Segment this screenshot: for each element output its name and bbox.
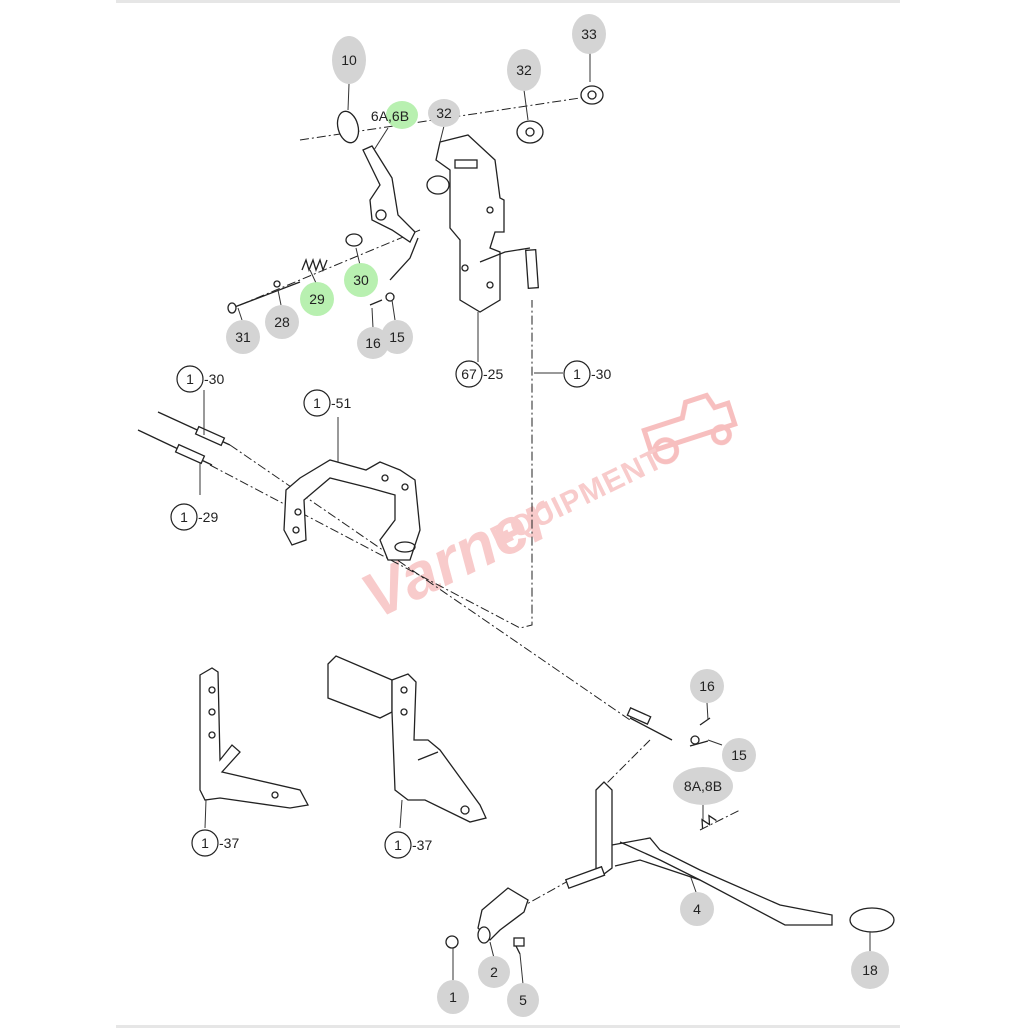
callout-label: 8A,8B bbox=[684, 778, 722, 794]
pedal-assembly bbox=[445, 717, 895, 955]
callout-label: 18 bbox=[862, 962, 878, 978]
ref-1-30-left[interactable]: 1 -30 bbox=[176, 365, 224, 393]
ref-1-51[interactable]: 1 -51 bbox=[303, 389, 351, 417]
callout-label: 16 bbox=[365, 335, 381, 351]
ref-1-37-left[interactable]: 1 -37 bbox=[191, 829, 239, 857]
ref-num: 1 bbox=[186, 371, 194, 387]
callout-31[interactable]: 31 bbox=[226, 320, 260, 354]
callout-16-upper[interactable]: 16 bbox=[357, 327, 389, 359]
top-bracket-assembly bbox=[227, 85, 604, 314]
callout-4[interactable]: 4 bbox=[680, 892, 714, 926]
callout-32-right[interactable]: 32 bbox=[507, 49, 541, 91]
callout-32-upper[interactable]: 32 bbox=[428, 99, 460, 127]
callout-label: 1 bbox=[449, 989, 457, 1005]
callout-label: 4 bbox=[693, 901, 701, 917]
left-bracket-b bbox=[327, 655, 487, 823]
ref-num: 1 bbox=[201, 835, 209, 851]
ref-suffix: -30 bbox=[591, 366, 611, 382]
leader-lines bbox=[199, 52, 871, 985]
ref-num: 1 bbox=[394, 837, 402, 853]
callout-label: 16 bbox=[699, 678, 715, 694]
callout-label: 5 bbox=[519, 992, 527, 1008]
callout-30[interactable]: 30 bbox=[344, 263, 378, 297]
top-border bbox=[116, 0, 900, 3]
callout-label: 28 bbox=[274, 314, 290, 330]
callout-label: 15 bbox=[731, 747, 747, 763]
ref-num: 1 bbox=[180, 509, 188, 525]
ref-1-30-right[interactable]: 1 -30 bbox=[563, 360, 611, 388]
callout-label: 15 bbox=[389, 329, 405, 345]
callout-29[interactable]: 29 bbox=[300, 282, 334, 316]
callout-label: 31 bbox=[235, 329, 251, 345]
callout-15-upper[interactable]: 15 bbox=[381, 320, 413, 354]
ref-suffix: -51 bbox=[331, 395, 351, 411]
mid-bracket bbox=[283, 459, 421, 561]
callout-2[interactable]: 2 bbox=[478, 956, 510, 988]
callout-15-lower[interactable]: 15 bbox=[722, 738, 756, 772]
ref-suffix: -30 bbox=[204, 371, 224, 387]
ref-1-37-right[interactable]: 1 -37 bbox=[384, 831, 432, 859]
ref-suffix: -25 bbox=[483, 366, 503, 382]
callout-label: 30 bbox=[353, 272, 369, 288]
ref-suffix: -29 bbox=[198, 509, 218, 525]
callout-label: 29 bbox=[309, 291, 325, 307]
callout-6a-6b[interactable]: 6A,6B bbox=[371, 101, 418, 129]
ref-num: 67 bbox=[461, 366, 477, 382]
bottom-border bbox=[116, 1025, 900, 1028]
callout-5[interactable]: 5 bbox=[507, 983, 539, 1017]
ref-1-29[interactable]: 1 -29 bbox=[170, 503, 218, 531]
ref-suffix: -37 bbox=[219, 835, 239, 851]
ref-67-25[interactable]: 67 -25 bbox=[455, 360, 503, 388]
left-bracket-a bbox=[199, 667, 309, 809]
callout-16-lower[interactable]: 16 bbox=[690, 669, 724, 703]
callout-label: 2 bbox=[490, 964, 498, 980]
callout-label: 10 bbox=[341, 52, 357, 68]
callout-1[interactable]: 1 bbox=[437, 980, 469, 1014]
callout-18[interactable]: 18 bbox=[851, 951, 889, 989]
ref-suffix: -37 bbox=[412, 837, 432, 853]
callout-10[interactable]: 10 bbox=[332, 36, 366, 84]
callout-8a-8b[interactable]: 8A,8B bbox=[673, 767, 733, 805]
callout-label: 32 bbox=[516, 62, 532, 78]
callout-label: 6A,6B bbox=[371, 108, 409, 124]
cable-ends bbox=[137, 411, 673, 741]
callout-28[interactable]: 28 bbox=[265, 305, 299, 339]
ref-num: 1 bbox=[313, 395, 321, 411]
callout-label: 33 bbox=[581, 26, 597, 42]
callout-33[interactable]: 33 bbox=[572, 14, 606, 54]
ref-num: 1 bbox=[573, 366, 581, 382]
callout-label: 32 bbox=[436, 105, 452, 121]
